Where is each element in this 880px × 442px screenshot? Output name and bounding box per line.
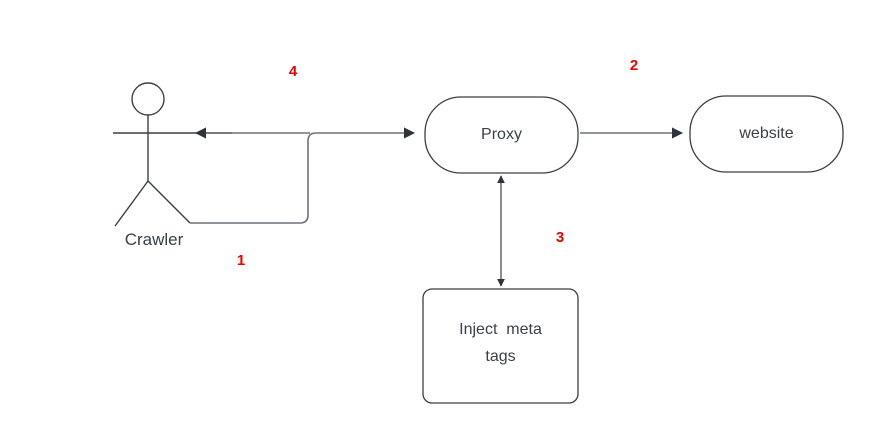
proxy-label: Proxy <box>481 126 522 143</box>
inject-meta-tags-label-line1: Inject meta <box>459 321 542 338</box>
step-label-4: 4 <box>289 63 298 80</box>
node-proxy[interactable]: Proxy <box>424 96 579 174</box>
step-label-3: 3 <box>556 229 564 246</box>
website-label: website <box>738 125 793 142</box>
proxy-box-shape <box>424 96 579 174</box>
website-box-shape <box>689 95 844 173</box>
step-label-1: 1 <box>237 252 245 269</box>
crawler-right-leg-icon <box>147 180 191 224</box>
connector-crawler-to-proxy <box>190 127 416 224</box>
crawler-label: Crawler <box>125 230 184 249</box>
crawler-left-leg-icon <box>114 180 149 227</box>
node-inject-meta-tags[interactable]: Inject meta tags <box>422 288 579 404</box>
inject-meta-tags-label-line2: tags <box>485 348 515 365</box>
inject-meta-tags-box-shape <box>422 288 579 404</box>
crawler-head-icon <box>131 82 165 116</box>
step-label-2: 2 <box>630 57 638 74</box>
node-website[interactable]: website <box>689 95 844 173</box>
crawler-actor[interactable]: Crawler <box>113 82 232 249</box>
